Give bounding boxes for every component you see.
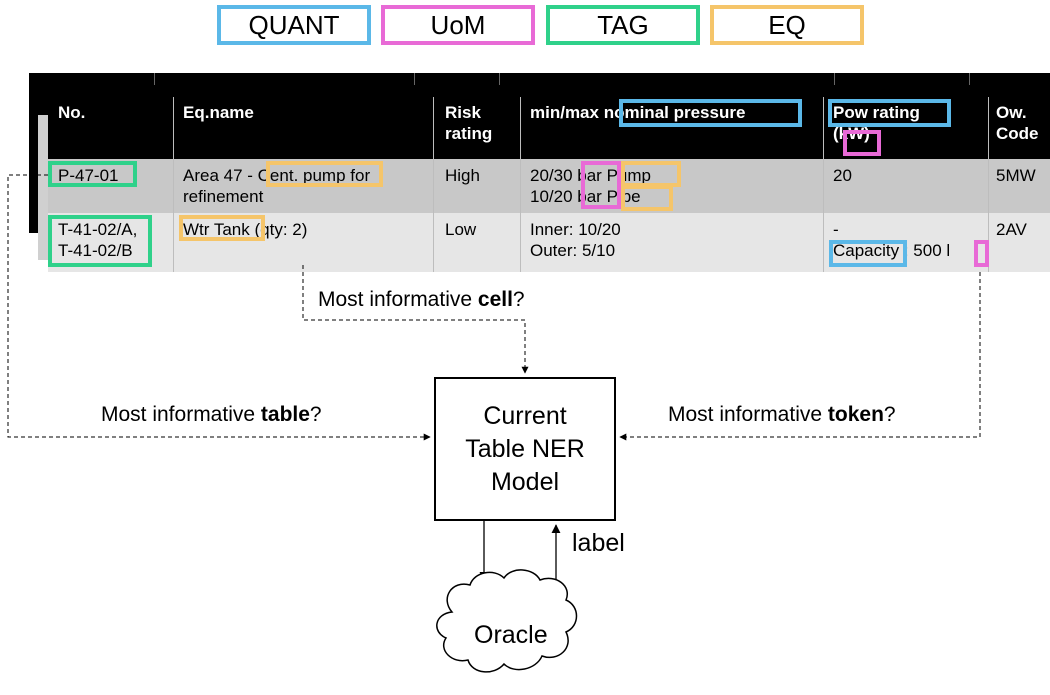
equipment-table: No. Eq.name Risk rating min/max nominal … — [48, 97, 1050, 272]
label-text: label — [572, 529, 625, 557]
row2-no: T-41-02/A, T-41-02/B — [58, 219, 137, 261]
row2-pressure-line1: Inner: 10/20 — [530, 220, 621, 239]
legend-eq: EQ — [710, 5, 864, 45]
header-risk-line2: rating — [445, 124, 493, 143]
token-question: Most informative token? — [668, 403, 896, 427]
token-question-bold: token — [827, 403, 884, 426]
model-line2: Table NER — [465, 434, 585, 463]
row1-eq-suffix: for — [345, 166, 371, 185]
table-row — [48, 159, 1050, 213]
row1-eq-line2: refinement — [183, 187, 264, 206]
row1-eq-prefix: Area 47 - — [183, 166, 258, 185]
row1-eq-entity: Cent. pump — [257, 166, 346, 185]
header-power-open: ( — [833, 124, 839, 143]
cell-question: Most informative cell? — [318, 288, 525, 312]
model-line3: Model — [490, 467, 560, 496]
row1-power: 20 — [833, 166, 852, 185]
legend-quant-label: QUANT — [248, 9, 340, 40]
row2-risk: Low — [445, 220, 477, 239]
row2-capacity-quant: Capacity — [833, 241, 900, 260]
token-question-suffix: ? — [883, 403, 896, 426]
row1-eq-name: Area 47 - Cent. pump for refinement — [183, 165, 370, 207]
legend-tag-label: TAG — [597, 9, 649, 40]
header-risk: Risk rating — [445, 102, 492, 144]
header-risk-line1: Risk — [445, 103, 481, 122]
row2-capacity-unit: l — [946, 241, 951, 260]
cell-question-bold: cell — [477, 288, 513, 311]
row2-eq-suffix: (qty: 2) — [249, 220, 308, 239]
row1-p2-value: 10/20 — [530, 187, 578, 206]
row2-eq-name: Wtr Tank (qty: 2) — [183, 219, 307, 240]
legend-quant: QUANT — [217, 5, 371, 45]
ner-model-box: Current Table NER Model — [434, 377, 616, 521]
row1-owner: 5MW — [996, 166, 1036, 185]
row2-no-sep: , — [132, 220, 138, 239]
row2-owner: 2AV — [996, 220, 1027, 239]
legend-tag: TAG — [546, 5, 700, 45]
row1-risk: High — [445, 166, 480, 185]
row2-eq-entity: Wtr Tank — [183, 220, 250, 239]
oracle-text: Oracle — [474, 621, 548, 649]
header-power-quant: Pow rating — [833, 103, 920, 122]
header-owner-line2: Code — [996, 124, 1039, 143]
row2-pressure-line2: Outer: 5/10 — [530, 241, 616, 260]
table-question-suffix: ? — [309, 403, 322, 426]
cell-question-prefix: Most informative — [318, 288, 478, 311]
header-pressure: min/max nominal pressure — [530, 102, 745, 123]
model-line1: Current — [483, 401, 567, 430]
row2-pressure: Inner: 10/20 Outer: 5/10 — [530, 219, 621, 261]
header-no: No. — [58, 103, 86, 122]
row2-capacity-value: : 500 — [899, 241, 947, 260]
header-pressure-quant: nominal pressure — [603, 103, 746, 122]
legend-eq-label: EQ — [768, 9, 806, 40]
row2-power: - Capacity : 500 l — [833, 219, 950, 261]
cell-question-suffix: ? — [512, 288, 525, 311]
header-eq-name: Eq.name — [183, 103, 254, 122]
token-query-arrow — [619, 272, 981, 441]
cell-query-arrow — [302, 265, 529, 374]
row2-power-line1: - — [833, 220, 839, 239]
legend-uom-label: UoM — [430, 9, 486, 40]
row2-no-a: T-41-02/A — [58, 220, 133, 239]
table-question: Most informative table? — [101, 403, 322, 427]
table-header — [48, 97, 1050, 159]
oracle-cloud-icon — [436, 569, 578, 673]
table-query-arrow — [7, 174, 431, 441]
row1-no: P-47-01 — [58, 166, 119, 185]
legend-uom: UoM — [381, 5, 535, 45]
header-pressure-prefix: min/max — [530, 103, 604, 122]
table-question-prefix: Most informative — [101, 403, 261, 426]
row2-no-b: T-41-02/B — [58, 241, 133, 260]
header-owner: Ow. Code — [996, 102, 1039, 144]
header-owner-line1: Ow. — [996, 103, 1027, 122]
table-question-bold: table — [260, 403, 310, 426]
token-question-prefix: Most informative — [668, 403, 828, 426]
row1-p1-value: 20/30 — [530, 166, 578, 185]
